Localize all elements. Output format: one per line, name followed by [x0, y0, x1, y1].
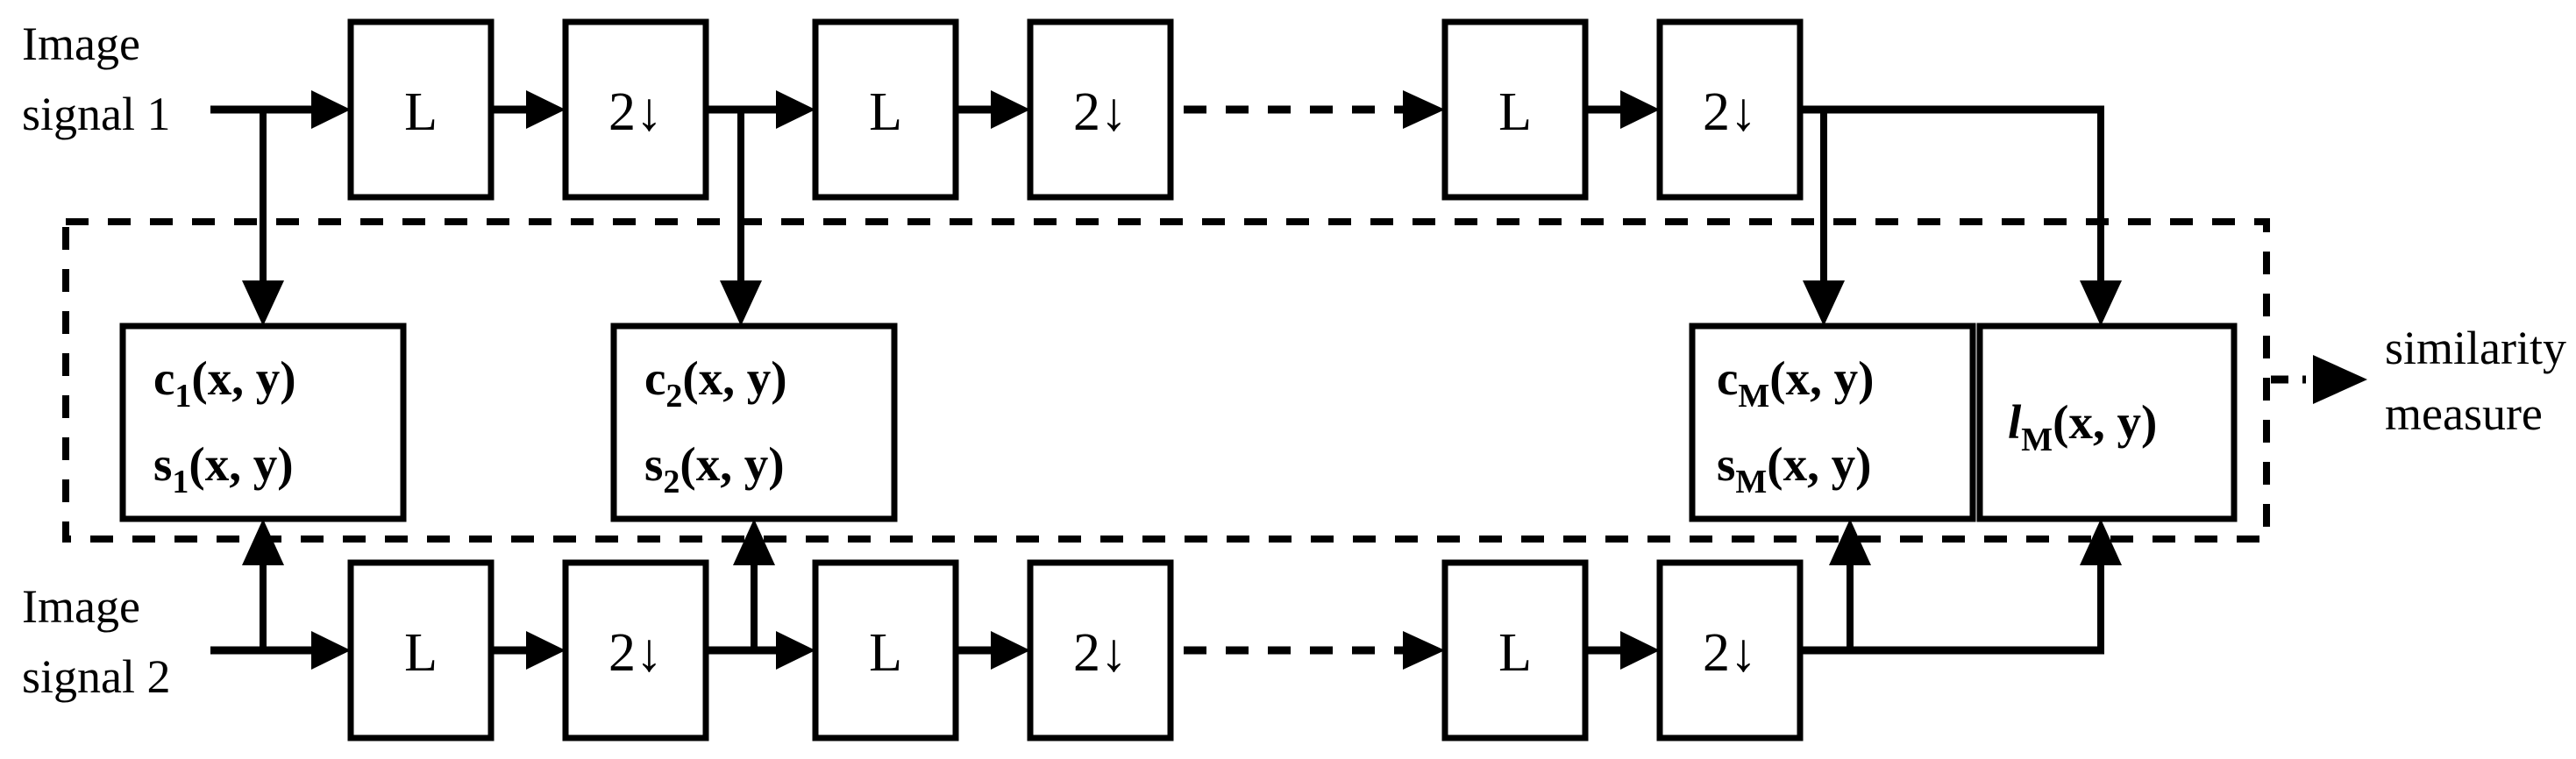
input-2-label-line1: Image — [22, 580, 140, 633]
bottom-block-L-2[interactable] — [812, 559, 959, 741]
measure-box-luminance-M-line1: lM(x, y) — [2008, 395, 2157, 458]
bottom-block-L-M[interactable] — [1441, 559, 1589, 741]
top-block-down-M[interactable] — [1656, 18, 1804, 201]
measure-box-scale-1[interactable] — [119, 323, 407, 522]
top-output-bus — [1800, 105, 2122, 326]
top-block-down-2-label: 2↓ — [1073, 82, 1128, 142]
input1-tap-to-scale1 — [242, 110, 284, 326]
top-ellipsis-dashed-wire — [1184, 90, 1445, 129]
bottom-output-bus — [1800, 519, 2122, 655]
top-block-L-1-label: L — [404, 82, 438, 142]
bottom-block-down-M-label: 2↓ — [1703, 623, 1757, 683]
bottom-block-down-M[interactable] — [1656, 559, 1804, 741]
input2-wire — [210, 631, 351, 670]
top-block-down-2[interactable] — [1027, 18, 1174, 201]
input-2-label-line2: signal 2 — [22, 650, 171, 703]
top-block-L-2-label: L — [869, 82, 902, 142]
bottom-wire-LM-to-DM — [1585, 631, 1660, 670]
input2-tap-to-scale1 — [242, 519, 284, 650]
bottom-tap-to-scale2 — [733, 519, 775, 650]
bottom-block-L-1[interactable] — [347, 559, 495, 741]
measure-box-scale-2-line2: s2(x, y) — [644, 437, 785, 500]
bottom-block-L-1-label: L — [404, 623, 438, 683]
output-label-line1: similarity — [2385, 322, 2566, 374]
top-block-L-M-label: L — [1498, 82, 1532, 142]
measure-box-scale-2[interactable] — [610, 323, 898, 522]
measure-box-scale-1-line2: s1(x, y) — [153, 437, 294, 500]
top-block-L-M[interactable] — [1441, 18, 1589, 201]
top-block-down-1[interactable] — [562, 18, 709, 201]
top-block-down-M-label: 2↓ — [1703, 82, 1757, 142]
input-1-label-line1: Image — [22, 18, 140, 70]
bottom-wire-L1-to-D1 — [491, 631, 566, 670]
bottom-wire-D1-to-L2 — [706, 631, 815, 670]
bottom-block-L-M-label: L — [1498, 623, 1532, 683]
top-tap-to-scale2 — [720, 110, 762, 326]
output-arrow — [2271, 355, 2367, 404]
measure-box-scale-M-line1: cM(x, y) — [1717, 351, 1874, 415]
top-wire-L2-to-D2 — [956, 90, 1030, 129]
bottom-block-down-2[interactable] — [1027, 559, 1174, 741]
bottom-block-down-2-label: 2↓ — [1073, 623, 1128, 683]
measure-box-scale-2-line1: c2(x, y) — [644, 351, 787, 415]
top-block-down-1-label: 2↓ — [608, 82, 663, 142]
top-wire-LM-to-DM — [1585, 90, 1660, 129]
bottom-ellipsis-dashed-wire — [1184, 631, 1445, 670]
bottom-block-L-2-label: L — [869, 623, 902, 683]
top-block-L-2[interactable] — [812, 18, 959, 201]
measure-box-scale-M[interactable] — [1689, 323, 1976, 522]
measure-box-luminance-M[interactable] — [1976, 323, 2238, 522]
similarity-region-boundary — [62, 218, 2270, 543]
input1-wire — [210, 90, 351, 129]
top-wire-L1-to-D1 — [491, 90, 566, 129]
measure-box-scale-1-line1: c1(x, y) — [153, 351, 296, 415]
bottom-wire-L2-to-D2 — [956, 631, 1030, 670]
bottom-block-down-1-label: 2↓ — [608, 623, 663, 683]
output-label-line2: measure — [2385, 387, 2543, 440]
measure-box-scale-M-line2: sM(x, y) — [1717, 437, 1871, 500]
top-wire-D1-to-L2 — [706, 90, 815, 129]
input-1-label-line2: signal 1 — [22, 88, 171, 140]
